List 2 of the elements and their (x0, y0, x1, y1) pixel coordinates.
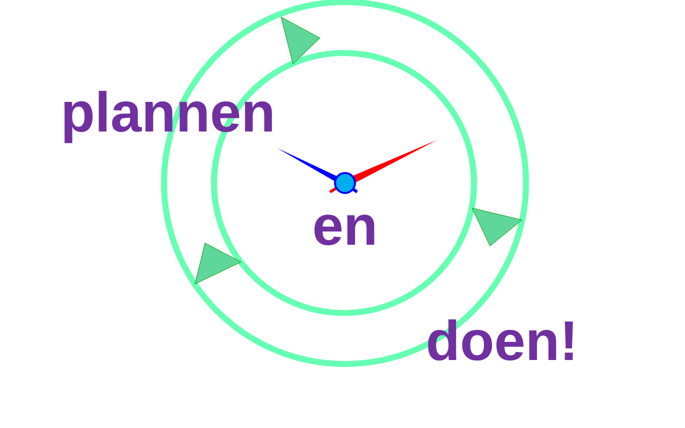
word-label: en (314, 214, 374, 246)
word-label: doen! (428, 319, 573, 361)
